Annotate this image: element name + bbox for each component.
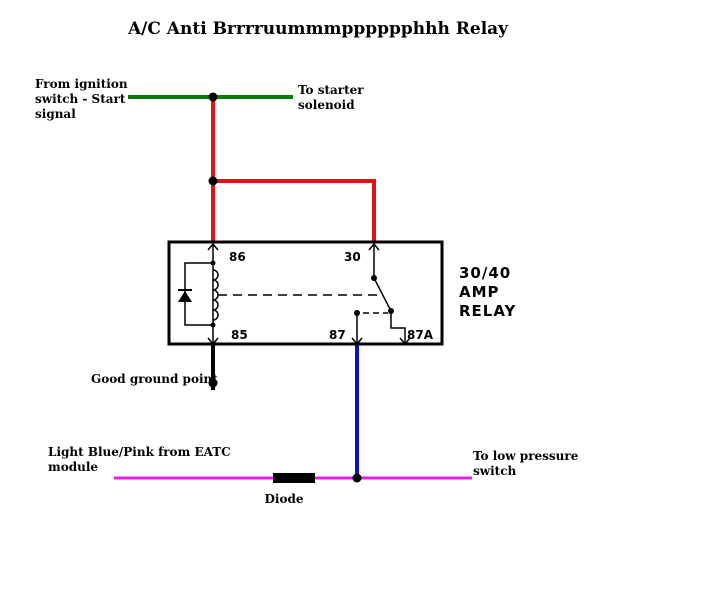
ground-label: Good ground point <box>91 372 218 386</box>
pin-86-label: 86 <box>229 250 246 264</box>
relay-rating-line: 30/40 <box>459 264 511 282</box>
diode-symbol <box>273 473 315 483</box>
ignition-label: signal <box>35 107 76 121</box>
junction-dot <box>352 473 362 483</box>
coil-symbol <box>212 269 219 321</box>
ignition-label: switch - Start <box>35 92 126 106</box>
suppression-diode-icon <box>178 291 192 302</box>
starter-label: solenoid <box>298 98 355 112</box>
diode-label: Diode <box>265 492 304 506</box>
eatc-label: Light Blue/Pink from EATC <box>48 445 231 459</box>
ground-point-dot <box>208 378 218 388</box>
red-wire-to-pin-30 <box>213 179 376 242</box>
pin-30-label: 30 <box>344 250 361 264</box>
pin-87a-label: 87A <box>407 328 434 342</box>
diagram-title: A/C Anti Brrrruummmpppppphhh Relay <box>127 19 509 39</box>
low-pressure-label: To low pressure <box>473 449 579 463</box>
relay-rating-line: RELAY <box>459 302 517 320</box>
junction-dot <box>208 176 218 186</box>
junction-dot <box>208 92 218 102</box>
low-pressure-label: switch <box>473 464 516 478</box>
eatc-label: module <box>48 460 98 474</box>
ignition-label: From ignition <box>35 77 128 91</box>
starter-label: To starter <box>298 83 364 97</box>
relay-box <box>167 240 444 346</box>
pin-87-label: 87 <box>329 328 346 342</box>
relay-rating-line: AMP <box>459 283 500 301</box>
pin-85-label: 85 <box>231 328 248 342</box>
